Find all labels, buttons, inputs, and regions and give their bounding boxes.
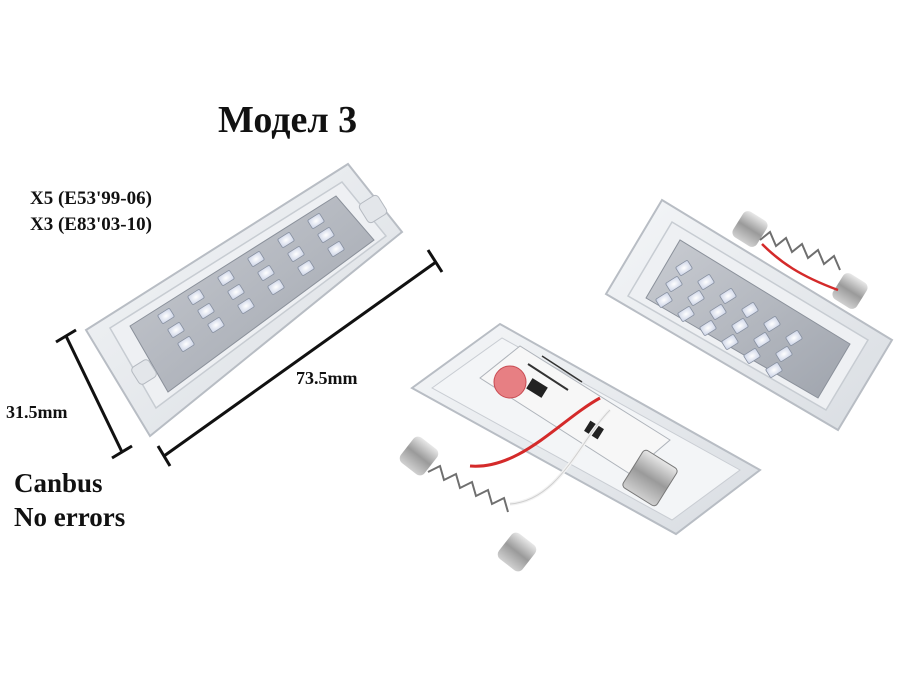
lamp-right-front — [399, 322, 762, 572]
led-chip — [709, 304, 727, 320]
led-chip — [327, 241, 345, 257]
led-chip — [277, 232, 295, 248]
feature-canbus: Canbus — [14, 468, 103, 498]
led-chip — [699, 320, 717, 336]
led-chip — [765, 362, 783, 378]
led-chip — [753, 332, 771, 348]
led-chip — [775, 346, 793, 362]
led-chip — [677, 306, 695, 322]
led-chip — [687, 290, 705, 306]
compatible-models: X5 (E53'99-06) X3 (E83'03-10) — [30, 186, 152, 238]
led-chip — [665, 276, 683, 292]
led-chip — [157, 308, 175, 324]
festoon-bulb-top — [732, 211, 868, 309]
led-chip — [177, 336, 195, 352]
led-chip — [287, 246, 305, 262]
lamp-right-back — [604, 198, 894, 432]
led-chip — [187, 289, 205, 305]
led-chip — [743, 348, 761, 364]
model-line-2: X3 (E83'03-10) — [30, 214, 152, 235]
height-dimension-label: 31.5mm — [6, 402, 68, 422]
led-chip — [785, 330, 803, 346]
led-chip — [697, 274, 715, 290]
led-chip — [719, 288, 737, 304]
led-chip — [267, 279, 285, 295]
feature-no-errors: No errors — [14, 502, 126, 532]
lamp-left — [55, 162, 444, 467]
led-chip — [167, 322, 185, 338]
led-chip — [317, 227, 335, 243]
width-dimension-line — [163, 260, 437, 458]
led-chip — [297, 260, 315, 276]
led-chip — [227, 284, 245, 300]
led-array-left — [157, 213, 345, 352]
model-line-1: X5 (E53'99-06) — [30, 188, 152, 209]
festoon-bulb-loose — [399, 436, 537, 572]
led-chip — [237, 298, 255, 314]
height-dimension-line — [64, 335, 124, 453]
product-title: Модел 3 — [218, 99, 358, 141]
led-chip — [257, 265, 275, 281]
led-chip — [197, 303, 215, 319]
led-array-right — [655, 260, 803, 378]
led-chip — [655, 292, 673, 308]
feature-list: Canbus No errors — [14, 466, 125, 534]
led-chip — [207, 317, 225, 333]
led-chip — [247, 251, 265, 267]
led-chip — [307, 213, 325, 229]
width-dimension-label: 73.5mm — [296, 368, 358, 388]
led-chip — [675, 260, 693, 276]
led-chip — [217, 270, 235, 286]
led-chip — [741, 302, 759, 318]
led-chip — [721, 334, 739, 350]
led-chip — [763, 316, 781, 332]
led-chip — [731, 318, 749, 334]
